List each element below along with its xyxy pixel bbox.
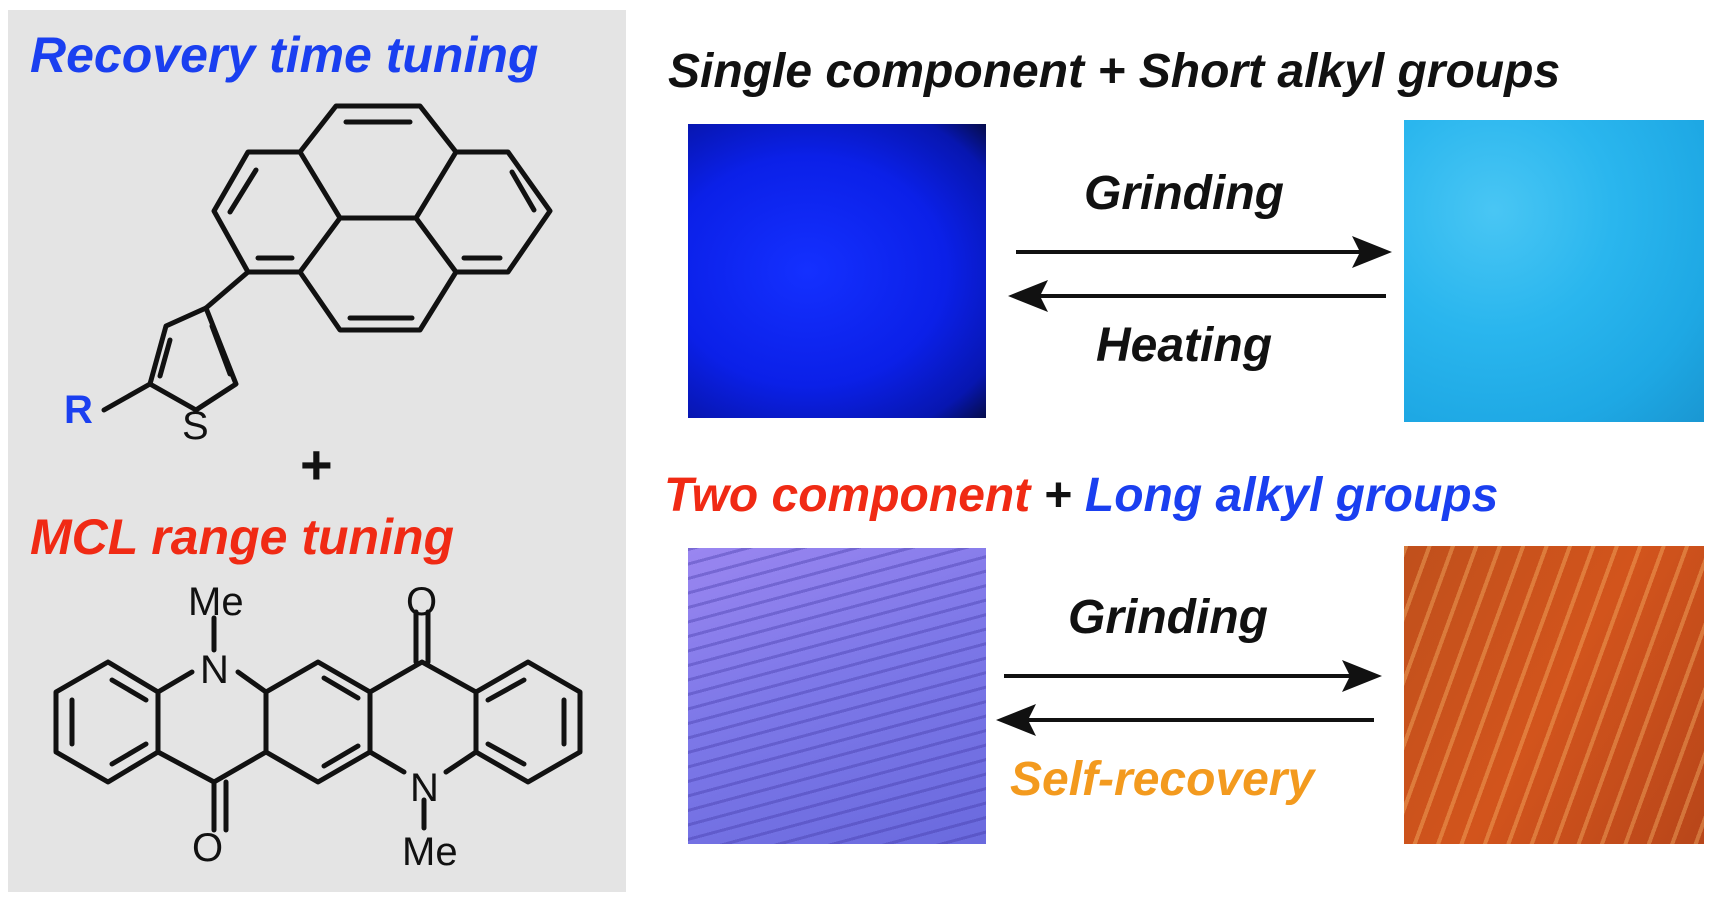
top-heading: Single component + Short alkyl groups — [668, 44, 1560, 99]
top-forward-label: Grinding — [1084, 167, 1284, 220]
quinacridone-structure — [53, 609, 583, 833]
bottom-left-emission-swatch — [688, 548, 986, 844]
top-left-emission-swatch — [688, 124, 986, 418]
oxygen-top-label: O — [406, 580, 438, 624]
bottom-right-emission-swatch — [1404, 546, 1704, 844]
mcl-range-title: MCL range tuning — [30, 509, 455, 565]
left-panel — [8, 10, 626, 892]
pyrene-thiophene-structure — [101, 103, 553, 413]
recovery-time-title: Recovery time tuning — [30, 27, 539, 83]
bottom-heading-part1: Two component — [664, 469, 1031, 522]
bottom-reverse-label: Self-recovery — [1010, 753, 1315, 806]
top-heading-part2: Short alkyl groups — [1138, 45, 1561, 98]
bottom-heading-part2: Long alkyl groups — [1084, 469, 1499, 522]
nitrogen-top-label: N — [200, 648, 229, 692]
bottom-heading: Two component + Long alkyl groups — [664, 468, 1498, 523]
oxygen-bottom-label: O — [192, 826, 224, 870]
methyl-bottom-label: Me — [402, 830, 458, 874]
nitrogen-bottom-label: N — [410, 766, 439, 810]
top-right-emission-swatch — [1404, 120, 1704, 422]
substituent-r-label: R — [64, 388, 93, 432]
top-heading-part1: Single component — [668, 45, 1085, 98]
sulfur-atom-label: S — [182, 404, 209, 448]
top-heading-plus: + — [1097, 45, 1126, 98]
plus-sign: + — [300, 433, 333, 496]
bottom-heading-plus: + — [1043, 469, 1072, 522]
top-reverse-label: Heating — [1096, 319, 1273, 372]
bottom-forward-label: Grinding — [1068, 591, 1268, 644]
methyl-top-label: Me — [188, 580, 244, 624]
